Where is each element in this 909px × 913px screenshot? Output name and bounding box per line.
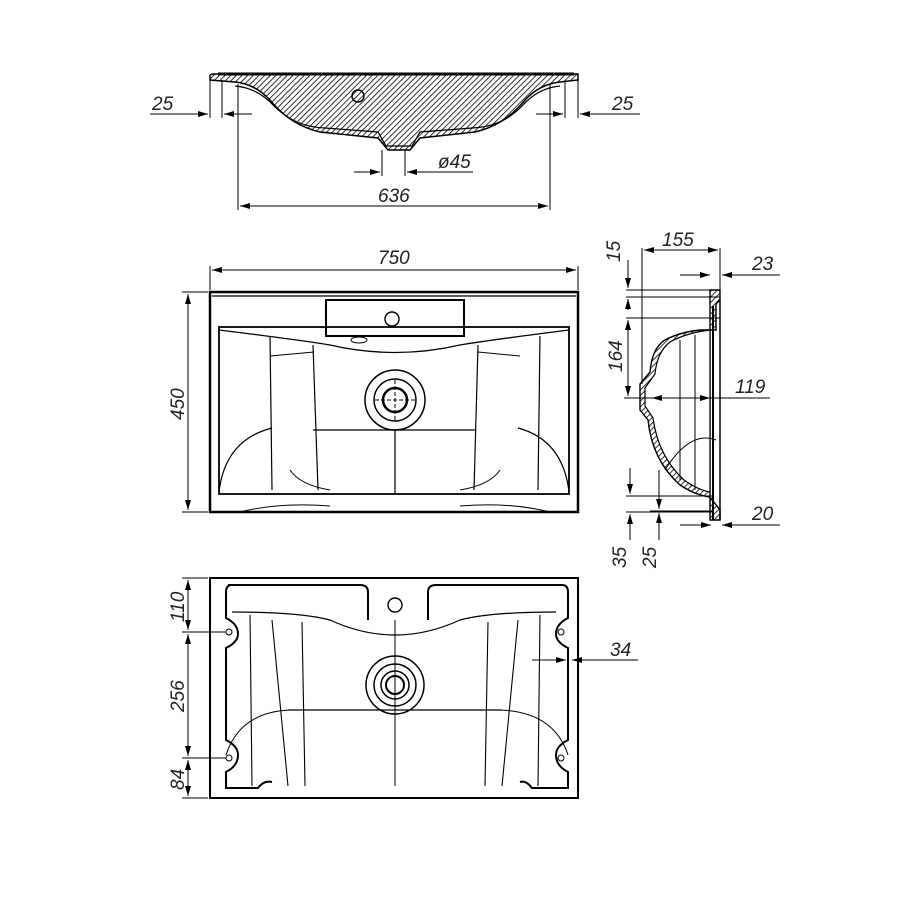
mount-hole-icon — [557, 754, 565, 762]
dim-side-offset: 34 — [610, 640, 631, 661]
dim-rim-thickness: 23 — [751, 254, 774, 275]
dim-bowl-depth: 119 — [735, 377, 766, 398]
dim-bottom-a: 35 — [610, 546, 631, 568]
dim-bowl-height: 164 — [606, 340, 627, 372]
dim-rear-to-mount: 84 — [168, 769, 189, 790]
drain-icon — [365, 655, 425, 715]
side-view: 15 155 23 164 119 20 35 25 — [604, 230, 780, 569]
dim-top-offset: 15 — [604, 240, 625, 262]
dim-mount-spacing: 256 — [168, 680, 189, 713]
dim-back-thickness: 20 — [751, 504, 774, 525]
section-view: 25 25 ø45 636 — [150, 72, 640, 210]
dim-front-to-mount: 110 — [168, 591, 189, 622]
dim-depth-total: 155 — [662, 230, 694, 251]
mount-hole-icon — [225, 754, 233, 762]
bottom-view: 110 256 84 34 — [168, 577, 638, 799]
mount-hole-icon — [225, 628, 233, 636]
drain-outer-icon — [364, 369, 426, 431]
dim-depth: 450 — [168, 388, 189, 420]
dim-flange-left: 25 — [151, 94, 174, 115]
dim-bottom-b: 25 — [640, 546, 661, 569]
overflow-hole-icon — [351, 89, 365, 103]
dim-bowl-width: 636 — [378, 186, 410, 207]
dim-drain-diameter: ø45 — [438, 152, 471, 173]
dim-flange-right: 25 — [611, 94, 634, 115]
dim-width: 750 — [378, 248, 410, 269]
top-view: 750 450 — [168, 248, 580, 514]
mount-hole-icon — [557, 628, 565, 636]
